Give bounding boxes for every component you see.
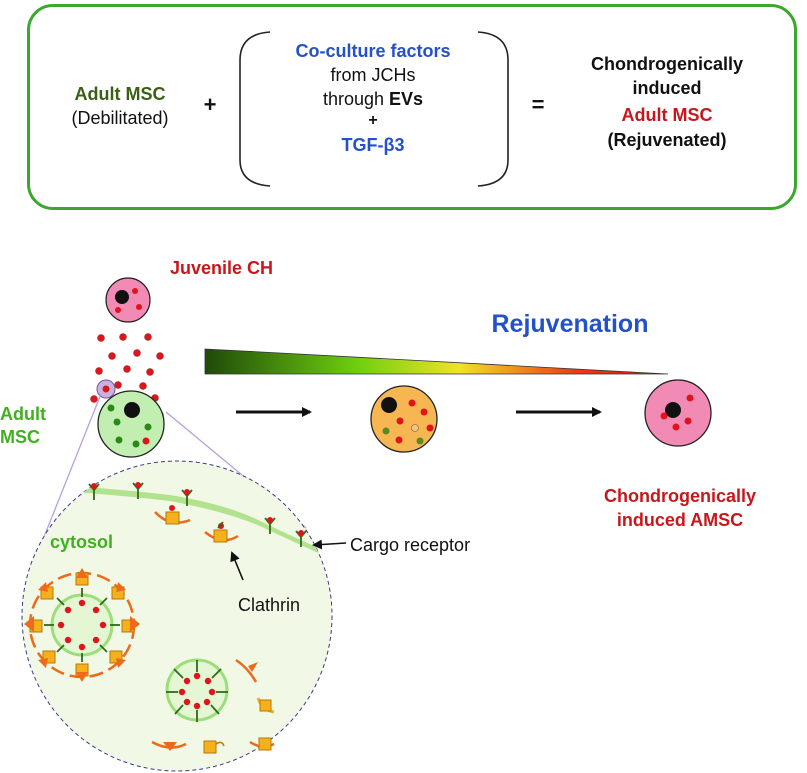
cargo-receptor-pointer — [312, 539, 347, 550]
clathrin-pointer — [230, 551, 244, 581]
result-line-1: Chondrogenically — [590, 54, 743, 74]
uncoated-vesicle — [165, 658, 229, 722]
factors-title: Co-culture factors — [295, 41, 451, 61]
released-clathrin — [151, 658, 275, 754]
clathrin-near-membrane — [154, 505, 239, 543]
clathrin-coated-vesicle — [24, 568, 140, 682]
result-adult-msc: Adult MSC — [621, 105, 713, 125]
rejuvenation-gradient — [204, 348, 669, 375]
induced-amsc-label-line2: induced AMSC — [616, 510, 744, 530]
clathrin-label: Clathrin — [238, 595, 301, 615]
left-parenthesis — [239, 31, 271, 187]
intermediate-cell — [370, 385, 438, 453]
factors-evs-text: EVs — [389, 89, 424, 109]
result-rejuvenated: (Rejuvenated) — [607, 130, 727, 150]
juvenile-ch-cell — [105, 277, 151, 323]
factors-via-text: through — [322, 89, 390, 109]
factors-source: from JCHs — [330, 65, 416, 85]
factors-via-evs: through EVs — [258, 88, 488, 110]
factors-tgf: TGF-β3 — [341, 135, 405, 155]
endocytosis-vesicle — [102, 385, 110, 393]
cytosol-zoom-view — [21, 460, 333, 772]
equation-plus: + — [203, 92, 217, 117]
adult-msc-cell — [97, 390, 165, 458]
induced-amsc-label-line1: Chondrogenically — [603, 486, 756, 506]
result-line-2: induced — [632, 78, 702, 98]
cytosol-label: cytosol — [50, 532, 114, 552]
factors-plus: + — [368, 112, 378, 129]
induced-amsc-cell — [644, 379, 712, 447]
equation-adult-msc: Adult MSC — [74, 84, 166, 104]
adult-msc-label-line1: Adult — [0, 404, 46, 424]
equation-debilitated: (Debilitated) — [71, 108, 169, 128]
right-parenthesis — [477, 31, 509, 187]
adult-msc-label-line2: MSC — [0, 427, 40, 447]
equation-box — [27, 4, 797, 210]
equation-equals: = — [531, 92, 545, 117]
juvenile-ch-label: Juvenile CH — [170, 258, 274, 278]
cell-membrane — [22, 482, 332, 565]
extracellular-vesicles — [90, 333, 164, 419]
cargo-receptor-label: Cargo receptor — [350, 535, 471, 555]
receptor-cargo — [91, 482, 304, 536]
rejuvenation-label: Rejuvenation — [491, 310, 649, 338]
